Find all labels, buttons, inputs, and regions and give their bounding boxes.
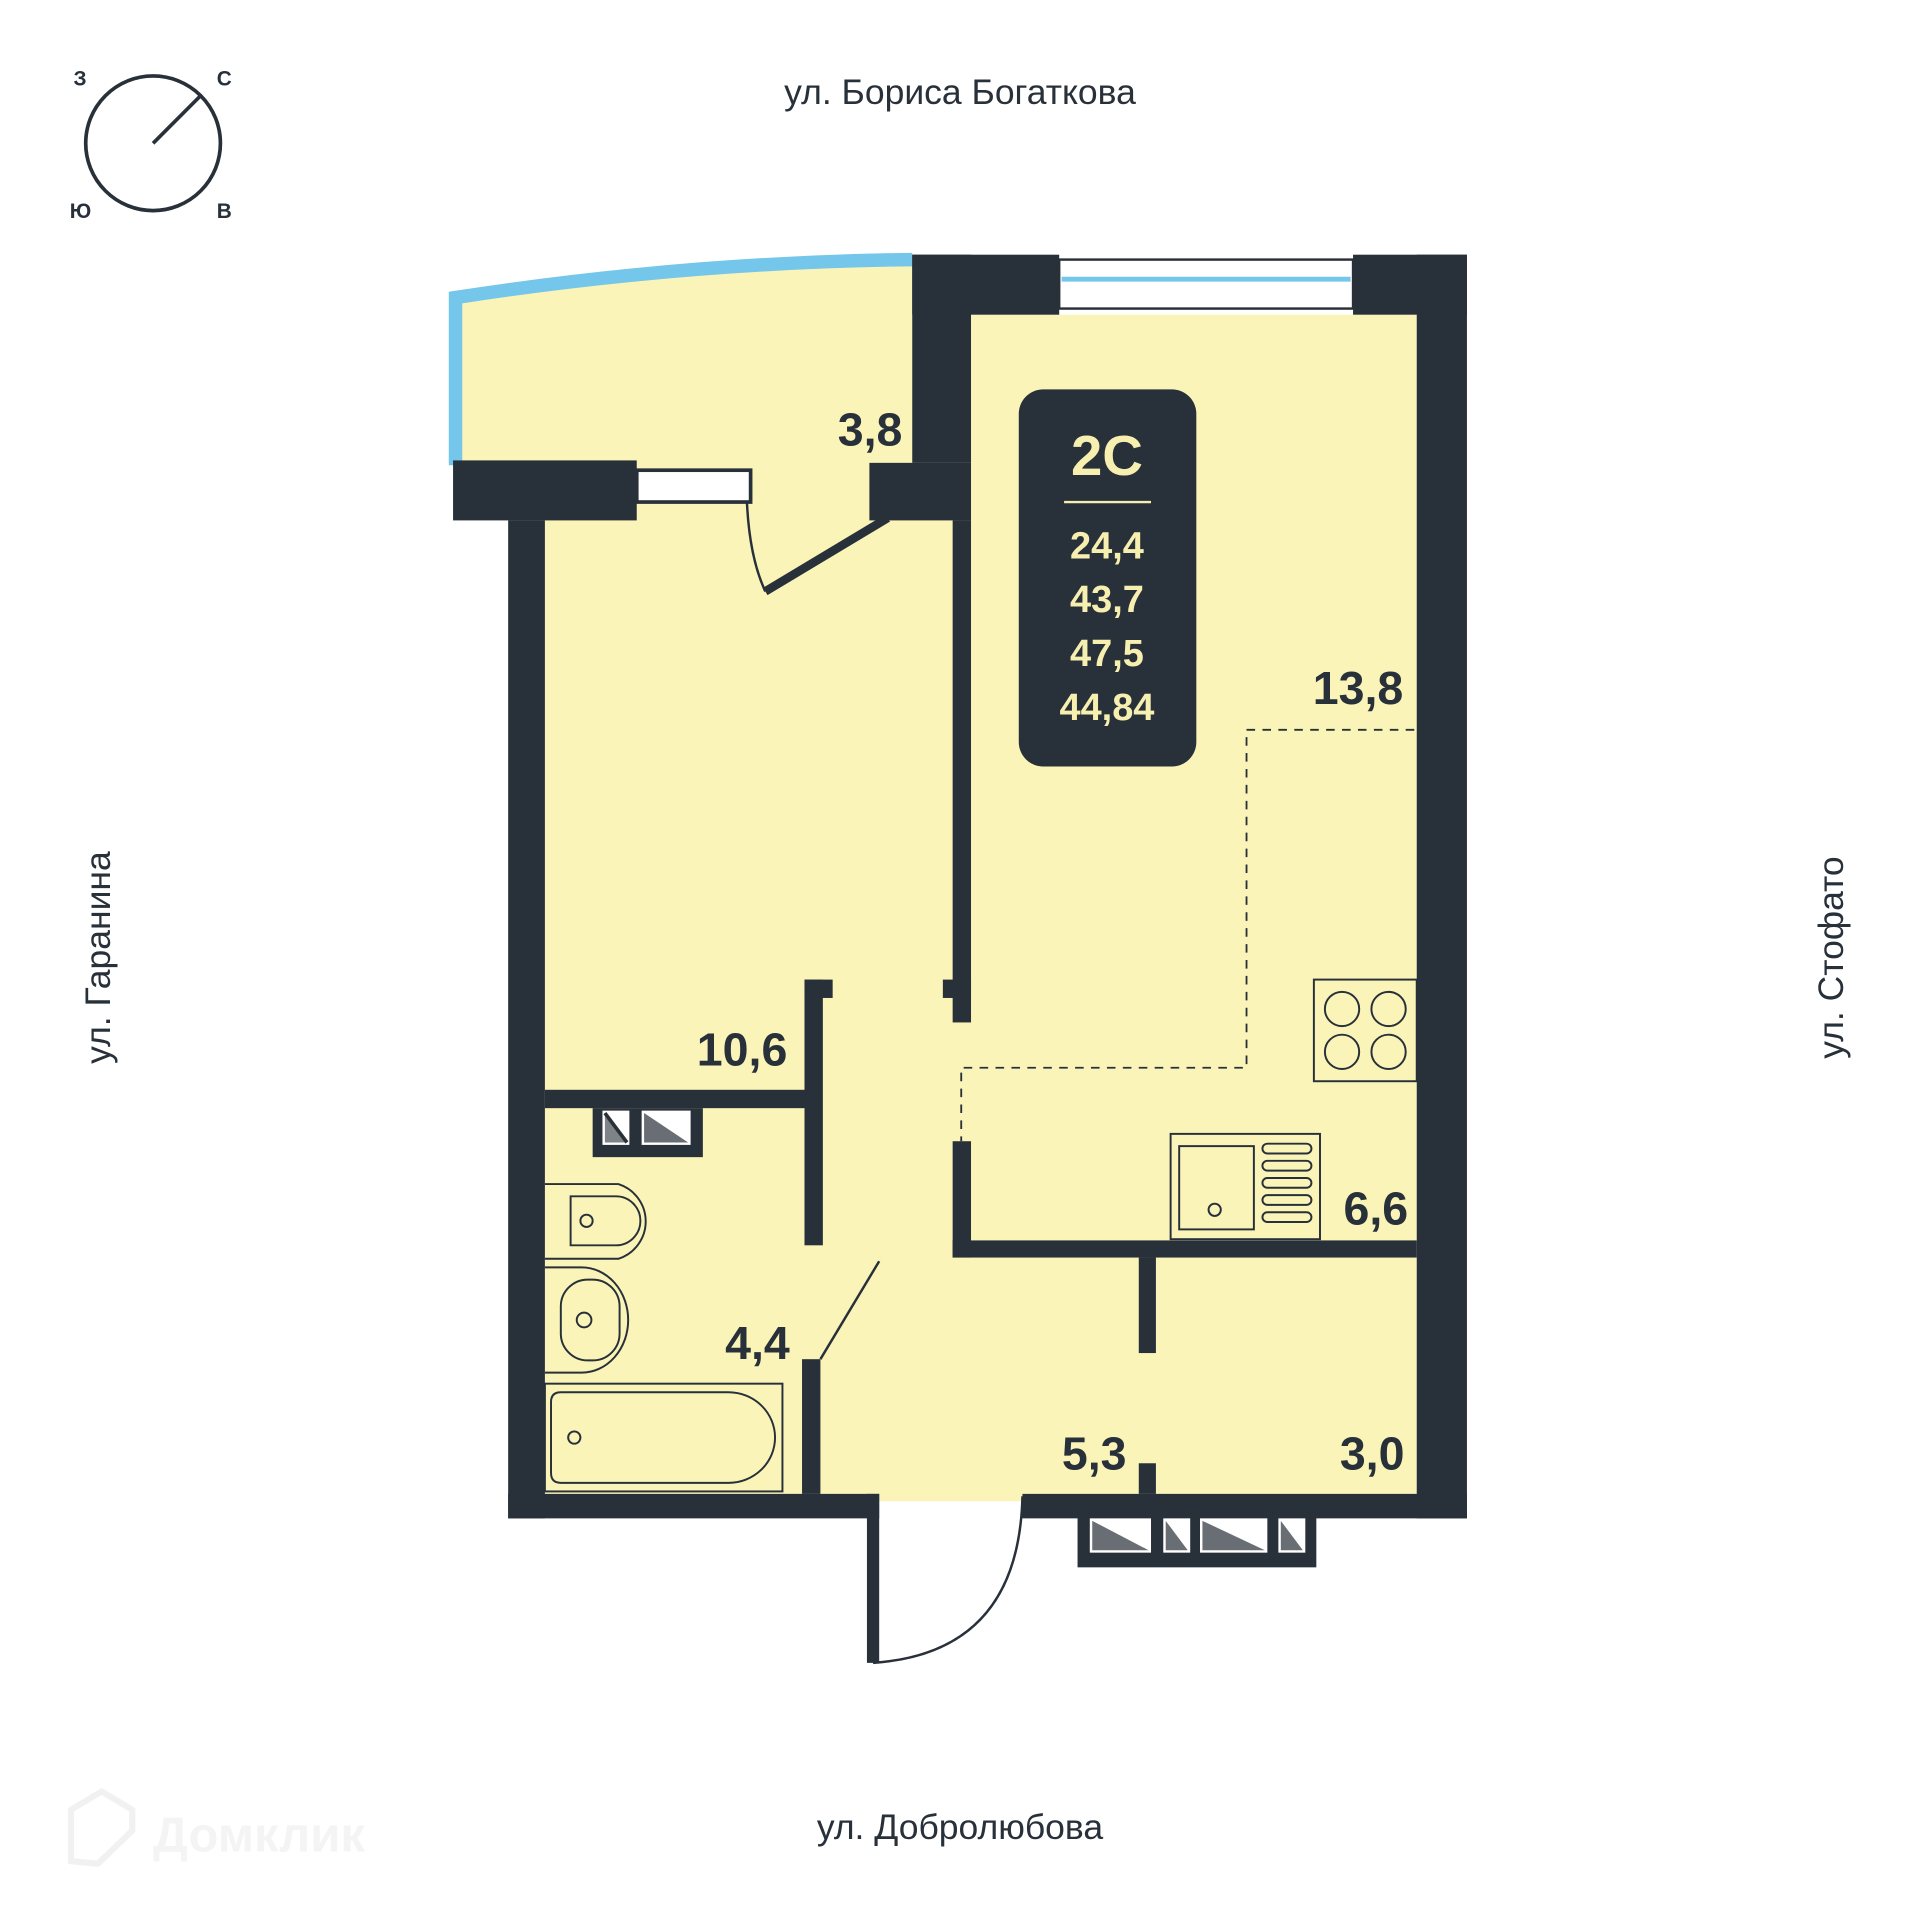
compass-north: С (217, 68, 232, 91)
room-area-bathroom: 4,4 (725, 1317, 790, 1369)
room-area-storage: 3,0 (1340, 1427, 1405, 1479)
balcony-glazing (448, 252, 913, 466)
door-swings (745, 501, 1024, 1665)
compass: З С Ю В (70, 68, 232, 223)
compass-east: В (217, 200, 232, 223)
compass-south: Ю (70, 200, 91, 223)
zone-divider (960, 728, 1415, 1142)
stove-icon (1312, 978, 1418, 1083)
total-area: 43,7 (1070, 579, 1144, 621)
compass-west: З (73, 68, 86, 91)
apartment-type: 2С (1071, 424, 1143, 487)
walls (453, 254, 1467, 1663)
ventilation-shafts (592, 1108, 1317, 1568)
street-bottom: ул. Добролюбова (817, 1807, 1104, 1847)
room-area-bedroom: 10,6 (697, 1023, 788, 1075)
reduced-area: 44,84 (1059, 687, 1154, 729)
balcony-door (634, 468, 753, 504)
kitchen-sink-icon (1169, 1132, 1321, 1241)
window-top (1057, 258, 1355, 310)
living-area: 24,4 (1070, 525, 1144, 567)
floor (459, 262, 1417, 1502)
watermark-text: Домклик (153, 1808, 365, 1862)
domclick-watermark: Домклик (67, 1787, 365, 1867)
room-area-balcony: 3,8 (838, 404, 903, 456)
apartment-info-badge: 2С 24,4 43,7 47,5 44,84 (1018, 389, 1197, 767)
toilet-icon (544, 1183, 647, 1260)
room-area-kitchen: 6,6 (1343, 1182, 1408, 1234)
street-top: ул. Бориса Богаткова (784, 72, 1136, 112)
room-area-living: 13,8 (1313, 662, 1404, 714)
total-with-balcony: 47,5 (1070, 633, 1144, 675)
washbasin-icon (544, 1266, 630, 1374)
street-left: ул. Гаранина (78, 851, 118, 1064)
street-right: ул. Стофато (1811, 856, 1851, 1058)
bathtub-icon (543, 1382, 784, 1493)
room-area-hallway: 5,3 (1062, 1427, 1127, 1479)
